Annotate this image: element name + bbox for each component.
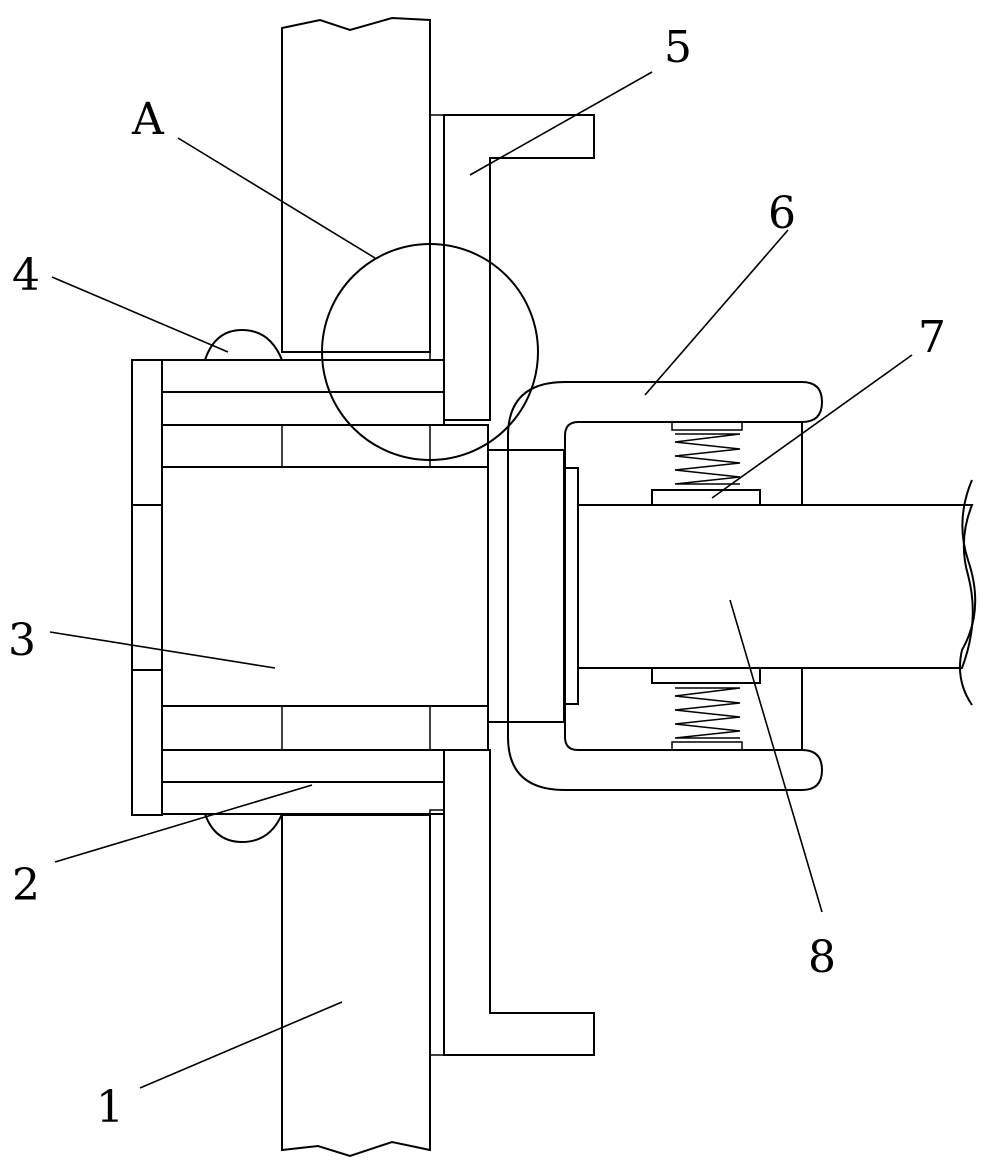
label-7: 7: [918, 312, 946, 363]
sleeve-bore-upper: [161, 391, 445, 426]
weld-beads: [203, 328, 284, 844]
wall-panel: [281, 16, 431, 1158]
sleeve-flange-lower: [131, 669, 163, 816]
leader-6: [644, 229, 789, 396]
leader-1: [139, 1001, 343, 1089]
spring-coil-lower: [674, 687, 741, 739]
label-4: 4: [12, 250, 40, 301]
spring-assembly: [651, 421, 761, 751]
leader-4: [51, 276, 229, 353]
pipe-body-outer: [161, 424, 489, 751]
leader-3: [49, 631, 276, 669]
cap-housing: [507, 381, 824, 791]
leader-7: [711, 354, 913, 499]
rod-body: [577, 504, 974, 669]
connector-plate: [487, 449, 579, 723]
spring-pad-upper: [651, 489, 761, 506]
sleeve-flange-upper: [131, 359, 163, 506]
sleeve-bore-lower: [161, 749, 445, 783]
label-2: 2: [12, 860, 40, 911]
label-6: 6: [768, 188, 796, 239]
weld-bead-lower: [203, 813, 284, 844]
leader-8: [729, 599, 823, 913]
label-5: 5: [664, 22, 692, 73]
label-a: A: [131, 94, 165, 145]
connector-plate-lip: [563, 467, 579, 705]
sealing-strip-upper: [429, 114, 445, 361]
sleeve: [131, 359, 445, 816]
part-labels: 1 2 3 4 5 6 7 8 A: [8, 22, 946, 1133]
wall-lower-section: [281, 814, 431, 1158]
bracket-upper: [443, 114, 595, 421]
sealing-strip-lower: [429, 809, 445, 1056]
bracket: [443, 114, 595, 1056]
label-1: 1: [96, 1082, 124, 1133]
leader-2: [54, 784, 313, 863]
wall-upper-section: [281, 16, 431, 353]
rod: [577, 479, 977, 706]
spring-bottom-cap-lower: [671, 741, 743, 751]
spring-top-cap-upper: [671, 421, 743, 431]
rod-break-line: [959, 479, 977, 706]
sleeve-wall-upper: [161, 359, 445, 393]
detail-circle-a: [321, 243, 539, 461]
leader-a: [177, 137, 376, 259]
sealing-strip: [429, 114, 445, 1056]
connector-plate-body: [487, 449, 565, 723]
weld-bead-upper: [203, 328, 284, 361]
label-8: 8: [808, 932, 836, 983]
cap-housing-shell: [507, 381, 824, 791]
sleeve-wall-lower: [161, 781, 445, 815]
leader-lines: [49, 71, 913, 1089]
spring-pad-lower: [651, 667, 761, 684]
leader-5: [469, 71, 653, 176]
spring-coil-upper: [674, 433, 741, 485]
pipe-body: [131, 424, 489, 751]
label-3: 3: [8, 615, 36, 666]
bracket-lower: [443, 749, 595, 1056]
